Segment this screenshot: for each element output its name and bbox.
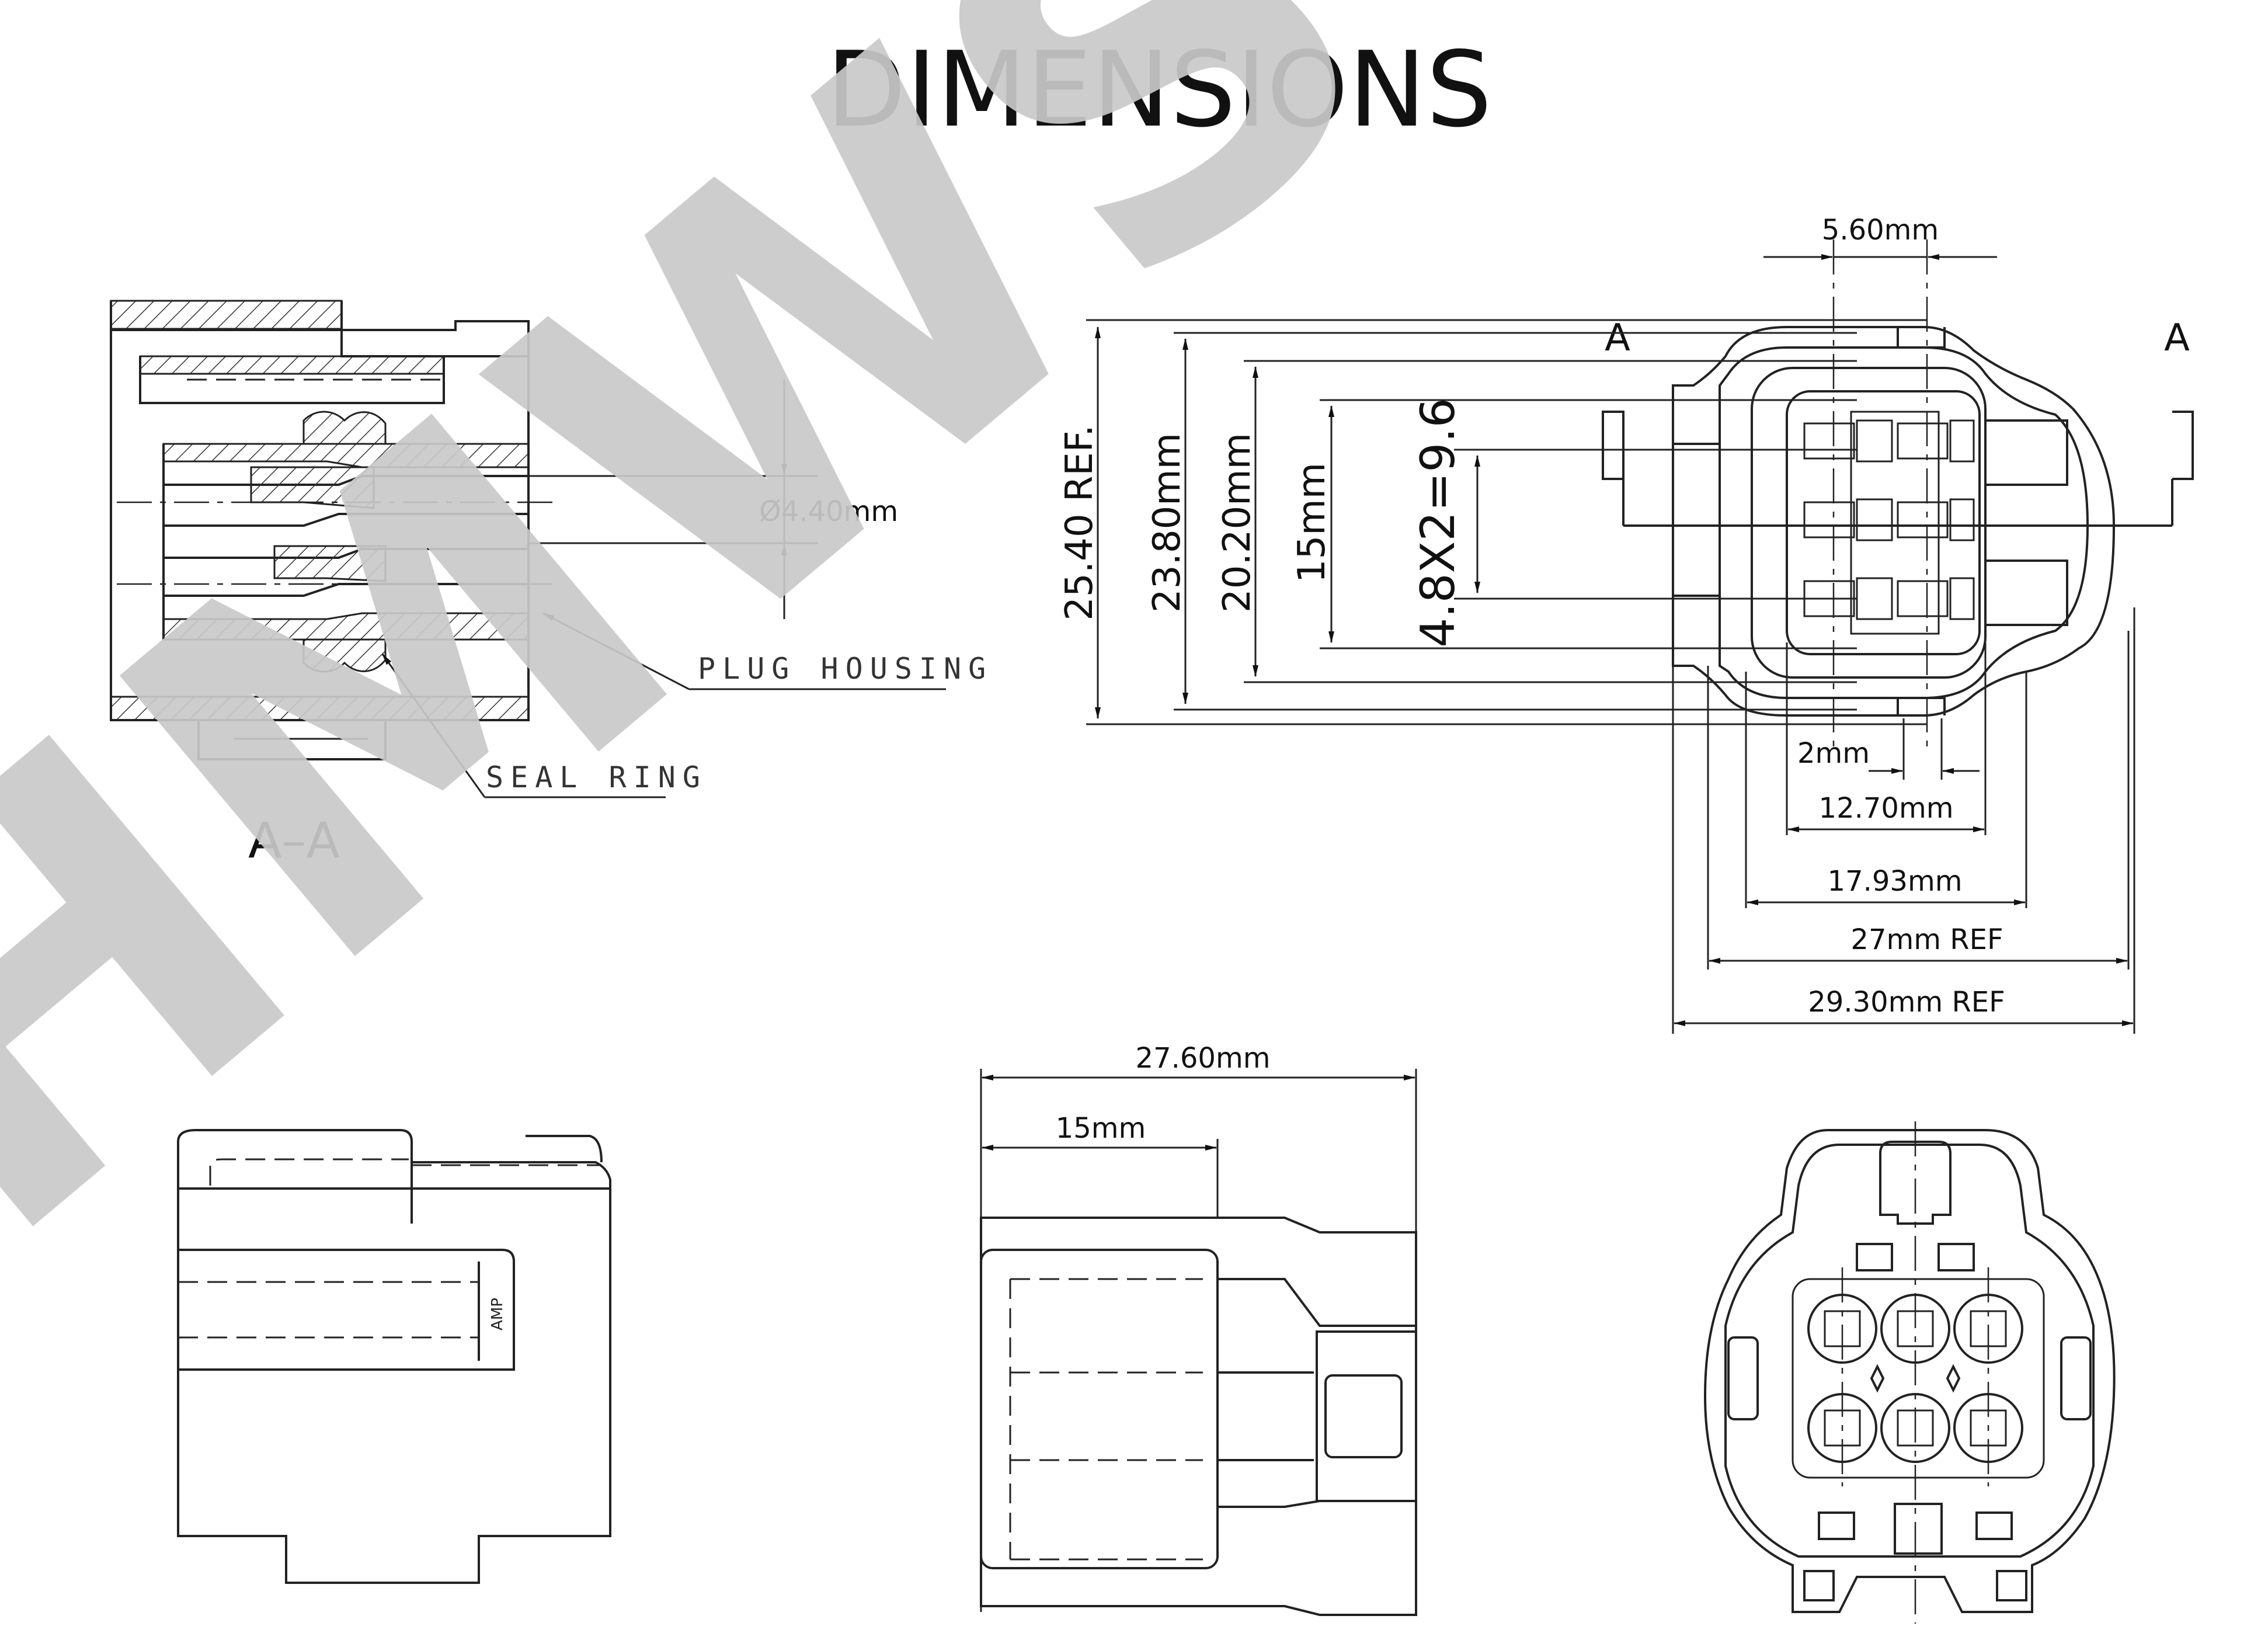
rear-latch	[1879, 1141, 1952, 1225]
rear-inner-outline	[1724, 1144, 2095, 1558]
side-front-block	[980, 1249, 1219, 1569]
front-terminals	[1803, 411, 1975, 635]
terminal-lower-hatch	[273, 545, 387, 582]
pitch-label: 4.8X2=9.6	[1411, 398, 1465, 647]
height-cavity-label: 15mm	[1290, 463, 1334, 583]
width-inner-label: 17.93mm	[1828, 865, 1963, 898]
latch-upper	[139, 356, 445, 404]
width-overall-label: 29.30mm REF	[1808, 986, 2005, 1019]
side-length-label: 27.60mm	[1136, 1042, 1271, 1075]
page-title: DIMENSIONS	[826, 29, 1493, 150]
section-marker-left: A	[1605, 317, 1630, 360]
front-cavity-block	[1786, 390, 1981, 655]
front-shroud	[1751, 367, 1987, 679]
width-dimensions	[1672, 607, 2135, 1034]
side-front-length-label: 15mm	[1056, 1112, 1146, 1145]
housing-top-wall	[110, 300, 343, 330]
side-outline	[980, 1217, 1417, 1616]
width-outer-label: 27mm REF	[1850, 923, 2003, 956]
top-width-label: 5.60mm	[1822, 214, 1939, 246]
amp-marking: AMP	[489, 1298, 506, 1330]
housing-outline	[110, 301, 530, 721]
section-label: A–A	[248, 812, 340, 869]
watermark: HMWS	[0, 0, 1480, 1347]
height-outer-label: 23.80mm	[1146, 433, 1189, 613]
diameter-label: Ø4.40mm	[759, 495, 898, 528]
height-inner-label: 20.20mm	[1216, 433, 1259, 613]
label-recess	[178, 1249, 515, 1371]
front-view: A A 5.60mm 25.40 REF. 23.8	[1058, 214, 2194, 1034]
section-view-a-a: Ø4.40mm PLUG HOUSING SEAL RING A–A	[110, 300, 993, 869]
plug-housing-callout: PLUG HOUSING	[698, 652, 993, 686]
rear-outer-outline	[1703, 1129, 2116, 1613]
top-view: AMP	[177, 1129, 611, 1584]
housing-bottom-wall	[110, 696, 530, 721]
bottom-tab	[197, 720, 387, 760]
side-view: 27.60mm 15mm	[980, 1042, 1417, 1616]
width-cavity-label: 12.70mm	[1819, 792, 1954, 825]
height-overall-label: 25.40 REF.	[1058, 425, 1101, 620]
rear-view	[1703, 1121, 2116, 1624]
latch-hatch	[139, 355, 445, 375]
width-key-label: 2mm	[1797, 737, 1870, 770]
front-outer-outline	[1672, 326, 2116, 717]
side-latch	[1324, 1374, 1403, 1458]
seal-ring-lower	[302, 638, 387, 673]
terminal-upper-hatch	[250, 466, 375, 509]
seal-ring-callout: SEAL RING	[486, 760, 707, 794]
top-outline	[177, 1129, 611, 1584]
seal-ring-upper	[302, 411, 387, 445]
section-marker-right: A	[2164, 317, 2190, 360]
